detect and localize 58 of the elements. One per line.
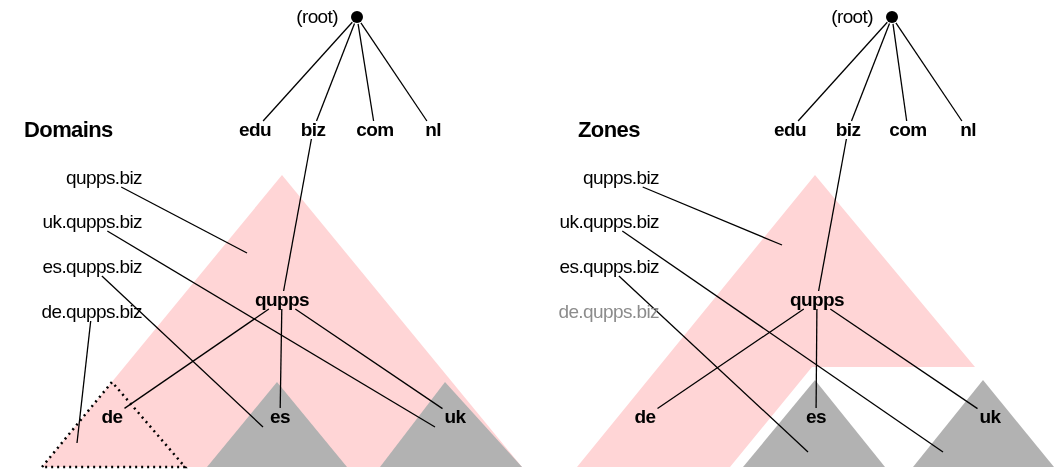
tree-node-label: es bbox=[806, 406, 826, 428]
domain-name-label: de.qupps.biz bbox=[41, 301, 142, 323]
tree-node-label: uk bbox=[979, 406, 1001, 428]
heading: Domains bbox=[24, 119, 113, 141]
tree-node-label: de bbox=[101, 406, 123, 428]
tree-edge bbox=[294, 308, 444, 410]
tree-node-label: edu bbox=[774, 119, 806, 141]
tree-edge bbox=[850, 22, 891, 122]
tree-node-label: uk bbox=[444, 406, 466, 428]
tree-node-label: biz bbox=[300, 119, 326, 141]
domain-name-label: es.qupps.biz bbox=[559, 256, 659, 278]
domain-name-label: de.qupps.biz bbox=[558, 301, 659, 323]
leader-line bbox=[76, 320, 92, 444]
tree-edge bbox=[262, 21, 353, 122]
leader-line bbox=[618, 275, 809, 453]
tree-edge bbox=[315, 22, 356, 122]
tree-edge bbox=[817, 138, 848, 292]
tree-node-label: edu bbox=[239, 119, 271, 141]
leader-line bbox=[101, 275, 264, 428]
tree-edge bbox=[892, 23, 908, 122]
tree-edge bbox=[829, 308, 979, 410]
tree-node-label: qupps bbox=[790, 289, 844, 311]
subdomain-triangle bbox=[40, 380, 187, 469]
tree-edge bbox=[282, 138, 313, 292]
tree-node-label: de bbox=[634, 406, 656, 428]
tree-edge bbox=[279, 308, 283, 409]
tree-node-label: com bbox=[356, 119, 394, 141]
root-label: (root) bbox=[296, 6, 338, 28]
leader-line bbox=[621, 230, 944, 453]
subdomain-triangle bbox=[207, 382, 347, 467]
tree-node-label: qupps bbox=[255, 289, 309, 311]
domain-name-label: qupps.biz bbox=[66, 167, 142, 189]
tree-edge bbox=[357, 23, 375, 122]
domain-name-label: qupps.biz bbox=[583, 167, 659, 189]
subdomain-triangle bbox=[743, 380, 885, 467]
tree-edge bbox=[123, 308, 270, 410]
tree-edge bbox=[656, 308, 805, 410]
leader-line bbox=[642, 186, 783, 246]
leader-line bbox=[120, 186, 248, 254]
heading: Zones bbox=[578, 119, 640, 141]
tree-node-label: nl bbox=[960, 119, 976, 141]
subdomain-triangle bbox=[913, 380, 1054, 467]
tree-node-label: com bbox=[889, 119, 927, 141]
tree-node-label: es bbox=[270, 406, 290, 428]
leader-line bbox=[106, 230, 436, 428]
tree-node-label: biz bbox=[835, 119, 861, 141]
root-label: (root) bbox=[831, 6, 873, 28]
tree-node-label: nl bbox=[425, 119, 441, 141]
tree-edge bbox=[895, 22, 963, 122]
subdomain-triangle bbox=[380, 382, 522, 467]
domain-name-label: uk.qupps.biz bbox=[559, 211, 659, 233]
domain-name-label: uk.qupps.biz bbox=[42, 211, 142, 233]
domain-name-label: es.qupps.biz bbox=[42, 256, 142, 278]
tree-edge bbox=[815, 308, 818, 409]
root-dot bbox=[886, 11, 898, 23]
tree-edge bbox=[797, 21, 888, 122]
root-dot bbox=[351, 11, 363, 23]
tree-edge bbox=[360, 22, 428, 122]
